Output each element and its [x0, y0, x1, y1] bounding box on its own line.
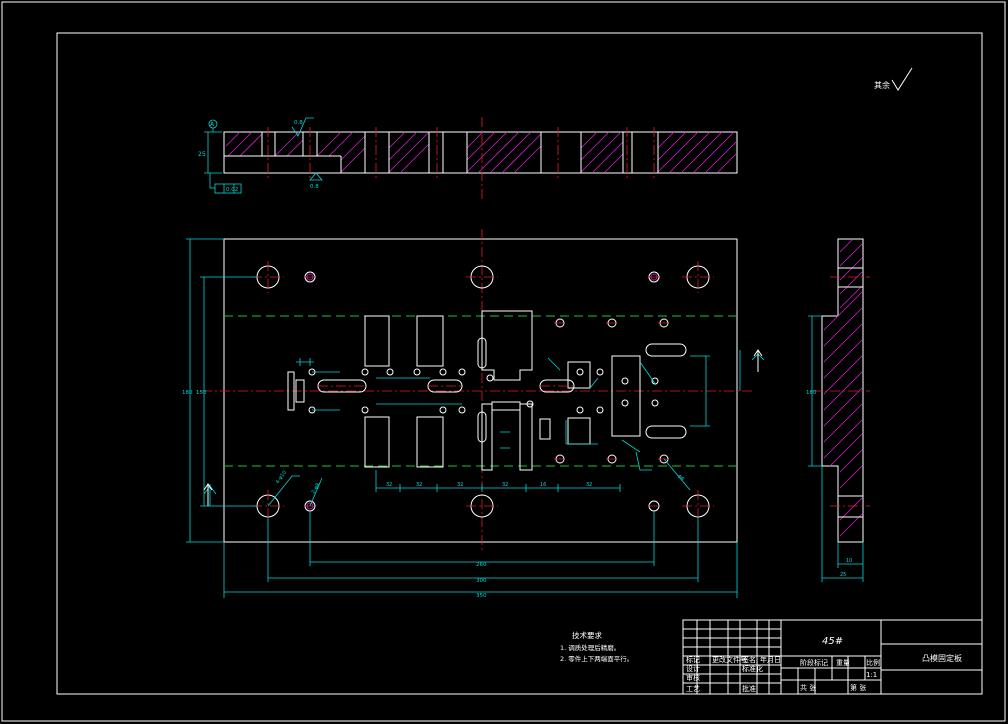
flatness-value: 0.02 — [226, 187, 238, 193]
chain-dim-2: 32 — [416, 482, 422, 488]
dim-side-thickness: 25 — [840, 572, 846, 578]
small-holes — [308, 318, 669, 464]
plan-dimensions — [186, 238, 765, 598]
tb-design: 设计 — [686, 664, 700, 673]
dim-overall-height: 180 — [182, 390, 193, 396]
side-outline — [821, 238, 864, 543]
section-hatching — [225, 131, 737, 173]
thickness-dim: 25 — [198, 151, 206, 158]
dim-hole-span-inner: 260 — [476, 562, 487, 568]
dim-inner-height: 150 — [196, 390, 207, 396]
tb-review: 审核 — [686, 673, 700, 682]
dim-slot: φ6 — [676, 473, 685, 482]
tb-mark: 标记 — [686, 655, 700, 664]
tb-date: 年月日 — [760, 655, 781, 664]
punch-slots — [287, 310, 641, 471]
side-dimensions — [808, 315, 864, 582]
surface-mark-label: 其余 — [874, 80, 890, 90]
chain-dim-3: 32 — [457, 482, 463, 488]
view-arrows — [203, 349, 763, 506]
tb-sign: 签名 — [742, 655, 756, 664]
tb-sheets: 共 张 — [800, 683, 816, 692]
tb-scale-value: 1:1 — [866, 671, 877, 679]
side-centerlines — [812, 276, 870, 507]
dim-pin-holes: 2-φ8 — [311, 482, 322, 495]
datum-a: A — [210, 121, 215, 128]
technical-notes: 技术要求 1. 调质处理后精磨。 2. 零件上下两端面平行。 — [560, 630, 633, 663]
plate-outline — [223, 238, 738, 543]
roughness-bottom: 0.8 — [310, 184, 319, 190]
part-name: 凸模固定板 — [922, 653, 962, 663]
section-centerlines — [267, 117, 655, 200]
inner-frame — [56, 32, 983, 695]
tb-stage-label: 阶段标记 — [800, 658, 828, 667]
section-outline — [223, 131, 738, 174]
note-1: 1. 调质处理后精磨。 — [560, 643, 620, 652]
tb-sheet-no: 第 张 — [850, 683, 866, 692]
tb-scale-label: 比例 — [866, 658, 880, 667]
note-2: 2. 零件上下两端面平行。 — [560, 654, 633, 663]
guide-hole-centerlines — [252, 261, 714, 522]
section-edges — [224, 132, 659, 173]
title-block-grid — [683, 620, 881, 694]
plan-view: 350 300 260 180 150 32 32 32 32 16 32 4-… — [182, 229, 765, 599]
notes-heading: 技术要求 — [572, 630, 602, 640]
oblong-holes — [317, 337, 687, 443]
tb-zone: 更改文件号 — [712, 655, 747, 664]
chain-dim-5: 16 — [540, 482, 546, 488]
dim-side-height: 180 — [806, 390, 817, 396]
tb-standard: 标准化 — [742, 664, 763, 673]
dim-hole-span-outer: 300 — [476, 578, 487, 584]
chain-dim-1: 32 — [386, 482, 392, 488]
material-value: 45# — [822, 636, 843, 647]
surface-mark: 其余 — [874, 67, 913, 91]
chain-dim-4: 32 — [502, 482, 508, 488]
section-view: 25 A 0.02 0.8 0.8 — [198, 117, 738, 200]
plan-dim-labels: 350 300 260 180 150 32 32 32 32 16 32 4-… — [182, 390, 685, 599]
tb-process: 工艺 — [686, 685, 700, 693]
side-hole-edges — [838, 267, 863, 518]
title-block: 标记 更改文件号 签名 年月日 设计 标准化 审核 工艺 批准 阶段标记 重量 … — [682, 619, 983, 695]
side-hatching — [823, 239, 863, 537]
section-dimensions — [204, 117, 323, 194]
roughness-top: 0.8 — [294, 120, 303, 126]
dim-side-step: 10 — [846, 558, 852, 564]
tb-weight-label: 重量 — [836, 659, 850, 667]
side-view: 180 10 25 — [806, 238, 870, 582]
small-hole-marks — [304, 276, 670, 507]
dim-overall-width: 350 — [476, 593, 487, 599]
tb-approve: 批准 — [742, 684, 756, 693]
chain-dim-6: 32 — [586, 482, 592, 488]
